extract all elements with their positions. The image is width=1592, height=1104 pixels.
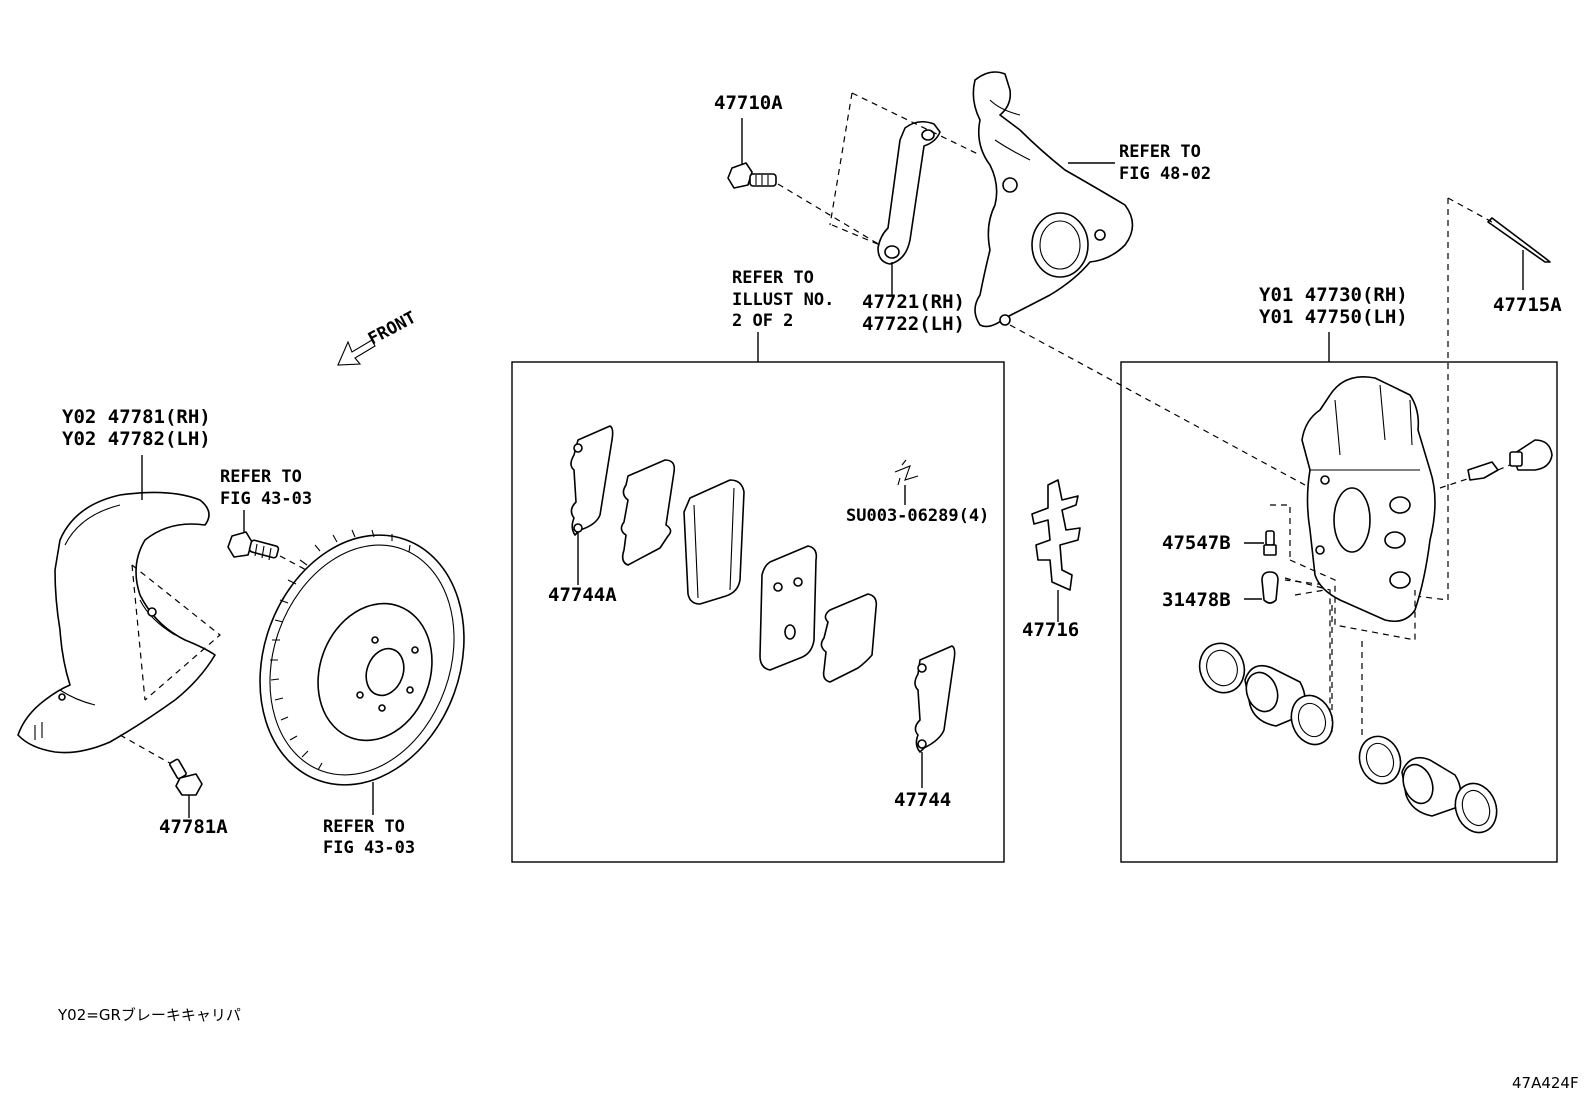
bolt-47781a [169, 758, 203, 796]
dust-cover-47781 [17, 491, 216, 754]
dash-bleeder [1270, 504, 1331, 725]
bleeder-47547b [1263, 530, 1277, 556]
label-47730: Y01 47730(RH) [1259, 284, 1408, 306]
label-refer-illust-line2: ILLUST NO. [732, 290, 834, 310]
seal-1 [1198, 642, 1246, 694]
label-note: Y02=GRブレーキキャリパ [57, 1006, 241, 1024]
caliper-box [1120, 361, 1558, 863]
label-47710a: 47710A [714, 92, 783, 114]
brake-rotor [259, 529, 465, 786]
label-47781a: 47781A [159, 816, 228, 838]
label-47750: Y01 47750(LH) [1259, 306, 1408, 328]
bolt-refer-43-03 [227, 531, 280, 561]
front-label: FRONT [365, 308, 420, 350]
seal-2 [1290, 694, 1334, 746]
cap-31478b [1261, 571, 1279, 604]
piston-1 [1244, 664, 1306, 727]
label-su003: SU003-06289(4) [846, 506, 989, 526]
pin-47715a [1487, 217, 1551, 263]
label-refer-48-line1: REFER TO [1119, 142, 1201, 162]
shim-47744a [570, 425, 614, 536]
label-refer-43-b-line1: REFER TO [323, 817, 405, 837]
pad-backing-plate-b [820, 593, 878, 683]
bolt-47710a [727, 162, 777, 189]
label-drawing-code: 47A424F [1512, 1074, 1579, 1092]
pad-backing-plate-a [620, 459, 676, 566]
label-47744: 47744 [894, 789, 951, 811]
clip-su003 [894, 459, 919, 486]
piston-2 [1401, 756, 1462, 817]
dash-pin-clip [1439, 464, 1511, 489]
label-47781: Y02 47781(RH) [62, 406, 211, 428]
pad-pin-clip [1467, 439, 1553, 481]
seal-4 [1454, 782, 1498, 834]
label-refer-illust-line1: REFER TO [732, 268, 814, 288]
dash-bolt-bracket [777, 183, 881, 246]
label-refer-43-a-line1: REFER TO [220, 467, 302, 487]
label-refer-48-line2: FIG 48-02 [1119, 164, 1211, 184]
dash-cover-frame [131, 564, 221, 701]
bracket-47721 [877, 120, 941, 265]
front-arrow-icon [337, 339, 376, 366]
dash-knuckle-caliper [1009, 324, 1306, 486]
spring-47716 [1031, 479, 1081, 591]
brake-pad-inner [759, 545, 818, 671]
dash-seals [1331, 605, 1363, 735]
label-31478b: 31478B [1162, 589, 1231, 611]
shim-47744 [914, 645, 956, 753]
label-47782: Y02 47782(LH) [62, 428, 211, 450]
dash-bracket-frame [829, 92, 981, 246]
steering-knuckle [972, 71, 1134, 328]
label-47721: 47721(RH) [862, 291, 965, 313]
caliper-47730 [1301, 376, 1436, 623]
label-47722: 47722(LH) [862, 313, 965, 335]
label-refer-43-b-line2: FIG 43-03 [323, 838, 415, 858]
brake-pad-outer [683, 479, 745, 605]
seal-3 [1358, 735, 1402, 785]
label-47547b: 47547B [1162, 532, 1231, 554]
label-47744a: 47744A [548, 584, 617, 606]
dash-caliper-frame [1289, 559, 1416, 641]
label-refer-illust-line3: 2 OF 2 [732, 311, 793, 331]
dash-bolt-rotor [279, 555, 326, 581]
label-refer-43-a-line2: FIG 43-03 [220, 489, 312, 509]
label-47716: 47716 [1022, 619, 1079, 641]
label-47715a: 47715A [1493, 294, 1562, 316]
